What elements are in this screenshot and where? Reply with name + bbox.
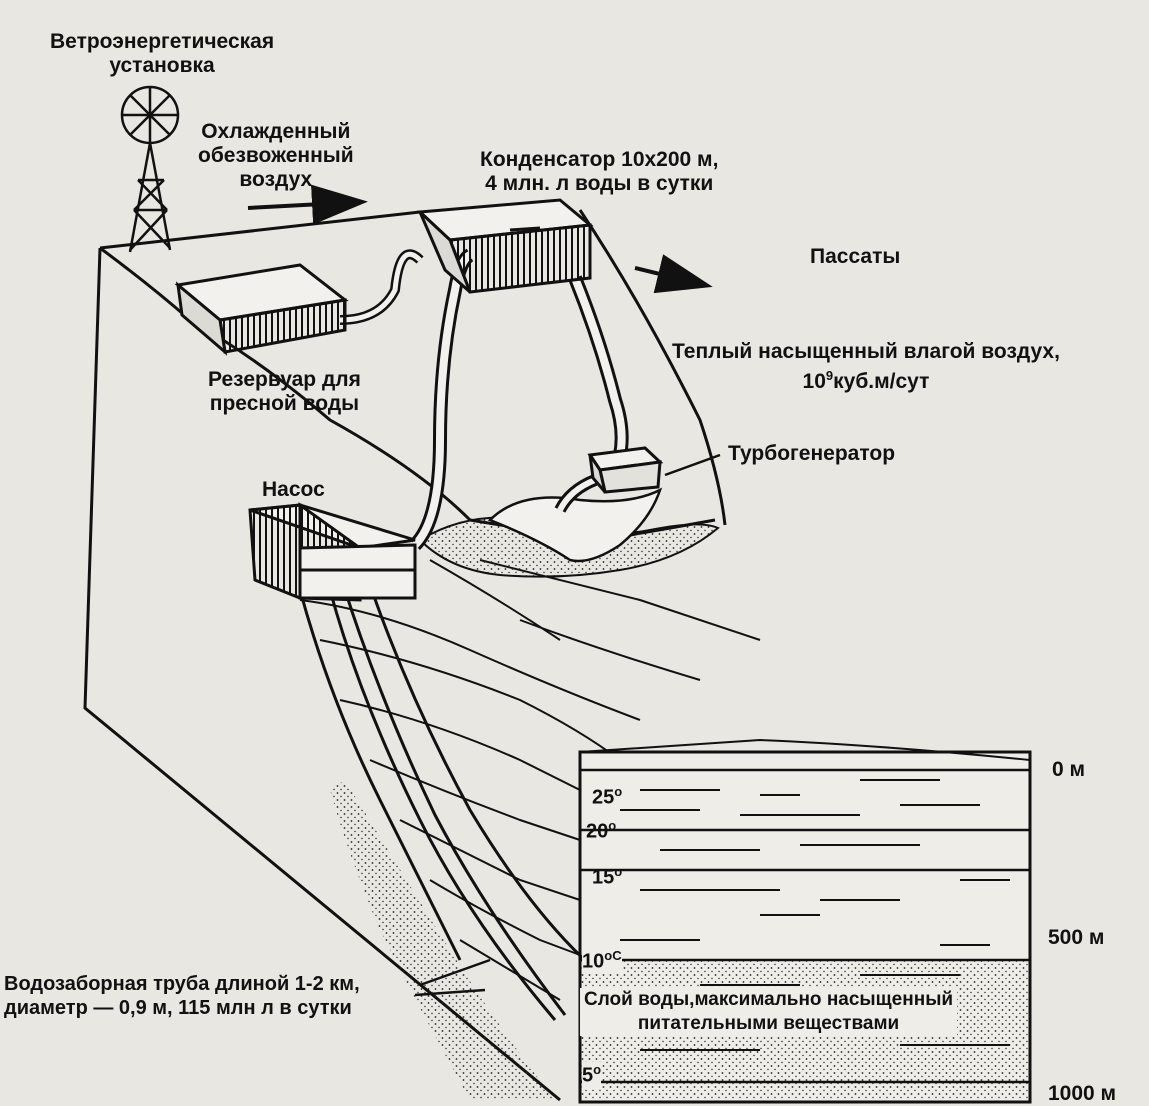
cooled-air-arrow xyxy=(247,184,368,225)
cooled-air-label: Охлажденный обезвоженный воздух xyxy=(198,120,354,191)
condenser xyxy=(416,198,594,294)
temperature-10: 10oC xyxy=(582,948,622,974)
depth-1000: 1000 м xyxy=(1048,1082,1117,1105)
pump-label: Насос xyxy=(262,478,325,501)
temperature-15: 15o xyxy=(592,864,623,889)
condenser-label: Конденсатор 10х200 м, 4 млн. л воды в су… xyxy=(480,148,719,195)
pump xyxy=(248,502,417,602)
reservoir xyxy=(174,263,349,356)
depth-500: 500 м xyxy=(1048,926,1105,949)
trade-wind-arrow xyxy=(634,254,713,294)
depth-0: 0 м xyxy=(1052,758,1086,781)
turbogenerator xyxy=(587,446,664,494)
nutrient-layer-label: Слой воды,максимально насыщенный питател… xyxy=(580,988,958,1036)
turbogenerator-label: Турбогенератор xyxy=(728,442,896,465)
temperature-25: 25o xyxy=(592,784,623,809)
intake-pipes xyxy=(298,584,592,1021)
reservoir-label: Резервуар для пресной воды xyxy=(208,368,361,415)
trade-winds-label: Пассаты xyxy=(810,245,901,268)
intake-pipe-label: Водозаборная труба длиной 1-2 км, диамет… xyxy=(4,973,360,1019)
temperature-5: 5o xyxy=(582,1062,602,1088)
seabed-sand xyxy=(330,780,555,1100)
ocean-section xyxy=(578,738,1032,1104)
warm-air-label: Теплый насыщенный влагой воздух, 109куб.… xyxy=(672,340,1060,393)
wind-turbine-label: Ветроэнергетическая установка xyxy=(50,30,275,77)
leader-lines xyxy=(414,453,721,997)
wind-turbine xyxy=(120,85,180,253)
temperature-20: 20o xyxy=(586,818,617,843)
